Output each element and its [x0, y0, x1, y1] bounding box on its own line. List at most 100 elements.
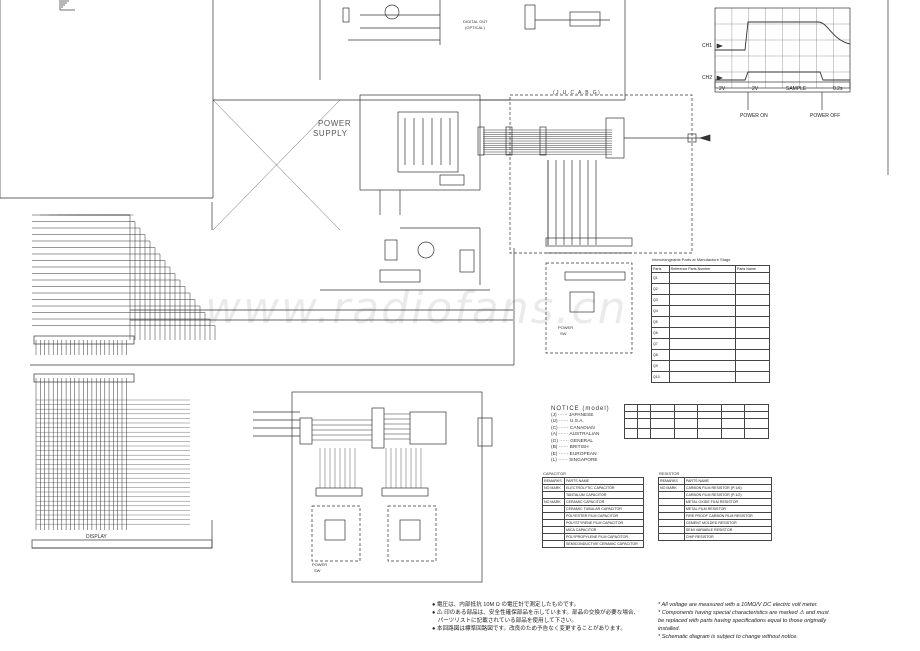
note-line: ● ⚠ 印のある部品は、安全性確保部品を示しています。部品の交換が必要な場合、: [432, 610, 640, 616]
table-cell: ELECTROLYTIC CAPACITOR: [563, 484, 645, 492]
output-jack: [477, 417, 493, 447]
power-supply-label-1: POWER: [318, 119, 352, 128]
table-cell: [542, 491, 565, 499]
table-cell: METAL FILM RESISTOR: [683, 505, 773, 513]
table-cell: [658, 512, 685, 520]
table-cell: Q1: [651, 272, 670, 284]
power-sw-label-2: SW: [560, 331, 567, 336]
table-cell: POLYSTYRENE FILM CAPACITOR: [563, 519, 645, 527]
note-line: installed.: [658, 626, 681, 632]
table-cell: Q8: [651, 349, 670, 361]
table-cell: [542, 512, 565, 520]
note-line: ● 本回路図は標準回路図です。改良のため予告なく変更することがあります。: [432, 626, 627, 632]
table-cell: [542, 540, 565, 548]
table-cell: [658, 491, 685, 499]
notice-line: (C) ······ CANADIAN: [551, 425, 595, 431]
table-cell: Q7: [651, 338, 670, 350]
digital-out-label-2: (OPTICAL): [465, 25, 485, 30]
table-cell: POLYPROPYLENE FILM CAPACITOR: [563, 533, 645, 541]
table-cell: [542, 526, 565, 534]
table-cell: CARBON FILM RESISTOR (P:1/6): [683, 484, 773, 492]
note-line: * Schematic diagram is subject to change…: [658, 634, 798, 640]
switch: [324, 519, 346, 541]
table-cell: SEMI VARIABLE RESISTOR: [683, 526, 773, 534]
table-header: REMARKS: [542, 477, 565, 485]
ac-plug: [698, 134, 711, 142]
regulator: [439, 174, 465, 186]
table-cell: [658, 526, 685, 534]
capacitor: [459, 249, 475, 273]
notes-english: * All voltage are measured with a 10MΩ/V…: [658, 601, 829, 641]
table-cell: [658, 533, 685, 541]
table-cell: METAL OXIDE FILM RESISTOR: [683, 498, 773, 506]
ch1-arrow: [716, 43, 723, 49]
table-cell: MICA CAPACITOR: [563, 526, 645, 534]
connector-strip: [564, 271, 626, 281]
model-notice: NOTICE (model) (J) ······ JAPANESE (U) ·…: [551, 406, 610, 465]
connector: [371, 407, 385, 449]
table-header: Reference Parts Number: [668, 265, 736, 273]
connector-strip: [545, 237, 633, 247]
table-cell: Q6: [651, 327, 670, 339]
connector-strip: [33, 335, 135, 345]
power-supply-label-2: SUPPLY: [313, 129, 348, 138]
variant-table: [624, 404, 769, 439]
transformer: [397, 111, 459, 173]
transformer-primary: [605, 117, 625, 159]
power-sw-label-1: POWER: [558, 325, 574, 330]
display-label: DISPLAY: [86, 534, 107, 540]
connector: [524, 4, 536, 30]
table-cell: CEMENT MOLDED RESISTOR: [683, 519, 773, 527]
region-box: [509, 94, 693, 254]
table-cell: SEMICONDUCTIVE CERAMIC CAPACITOR: [563, 540, 645, 548]
transistor-block: [342, 7, 350, 23]
connector: [539, 126, 547, 156]
power-on-label: POWER ON: [740, 113, 768, 119]
switch-board: [387, 505, 437, 562]
notice-line: (J) ······ JAPANESE: [551, 412, 594, 418]
display-board-edge: [31, 539, 213, 549]
component: [379, 269, 421, 283]
table-header: Parts Name: [734, 265, 771, 273]
table-cell: [658, 519, 685, 527]
table-header: PARTS NAME: [683, 477, 773, 485]
power-sw-label-b1: POWER: [312, 562, 328, 567]
table-cell: Q10: [651, 371, 670, 383]
interchange-title: Interchangeable Parts at Manufacture Sta…: [652, 257, 731, 262]
ch2-label: CH2: [702, 75, 713, 81]
table-cell: [658, 505, 685, 513]
wiring: [0, 0, 889, 549]
ch2-arrow: [716, 75, 723, 81]
power-switch-board: [545, 262, 633, 354]
optical-module: [569, 11, 601, 27]
table-cell: NO MARK: [542, 484, 565, 492]
ic: [409, 411, 447, 445]
table-cell: CERAMIC TUBULAR CAPACITOR: [563, 505, 645, 513]
table-header: Parts: [651, 265, 670, 273]
switch-board: [311, 505, 361, 562]
connector: [477, 126, 485, 156]
region-code-label: ( J . U . C . A . B . G ): [553, 90, 600, 96]
table-cell: POLYESTER FILM CAPACITOR: [563, 512, 645, 520]
resistor-legend-title: RESISTOR: [659, 471, 680, 476]
note-line: パーツリストに記載されている部品を使用して下さい。: [432, 618, 577, 624]
connector: [505, 126, 513, 156]
table-cell: NO MARK: [542, 498, 565, 506]
note-line: * Components having special characterist…: [658, 610, 829, 616]
table-cell: CARBON FILM RESISTOR (P:1/2): [683, 491, 773, 499]
table-cell: FIRE PROOF CARBON FILM RESISTOR: [683, 512, 773, 520]
table-cell: Q3: [651, 294, 670, 306]
notice-line: (E) ······ EUROPEAN: [551, 451, 597, 457]
note-line: be replaced with parts having specificat…: [658, 618, 827, 624]
table-cell: [542, 519, 565, 527]
table-cell: Q5: [651, 316, 670, 328]
notice-line: (G) ······ GENERAL: [551, 438, 594, 444]
power-off-label: POWER OFF: [810, 113, 841, 119]
notice-line: (B) ······ BRITISH: [551, 445, 589, 450]
notice-line: (U) ······ U.S.A.: [551, 419, 584, 424]
table-cell: [542, 505, 565, 513]
switch: [569, 291, 595, 313]
